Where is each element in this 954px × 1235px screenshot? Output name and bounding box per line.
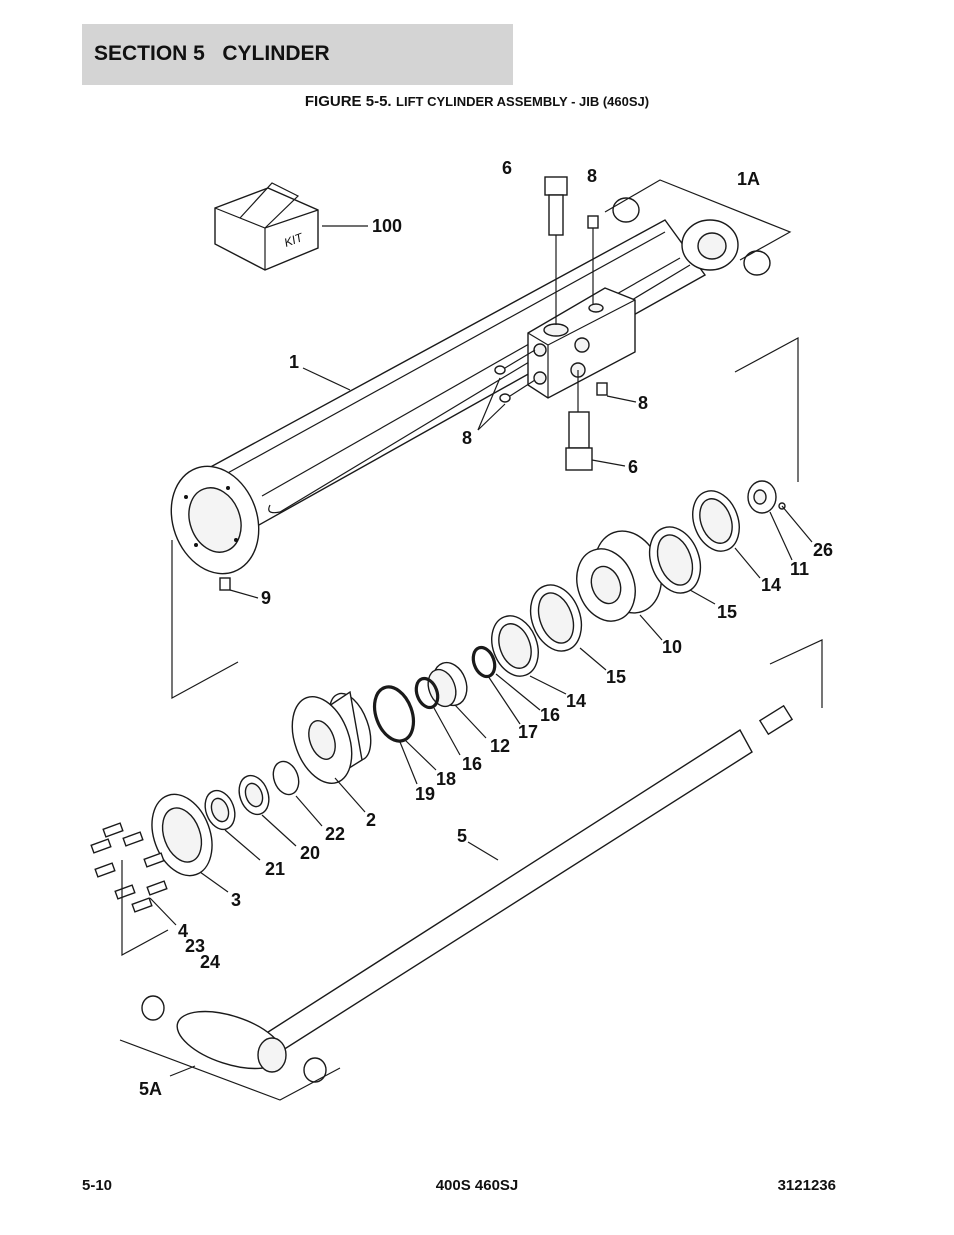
callout-6-top: 6: [502, 158, 512, 178]
callout-8-left: 8: [462, 428, 472, 448]
callout-22: 22: [325, 824, 345, 844]
piston-rod: [141, 704, 794, 1083]
flange-bolts: [90, 822, 168, 913]
callout-1a: 1A: [737, 169, 760, 189]
callout-5a: 5A: [139, 1079, 162, 1099]
callout-24: 24: [200, 952, 220, 972]
callout-15-left: 15: [606, 667, 626, 687]
callout-5: 5: [457, 826, 467, 846]
callout-14-right: 14: [761, 575, 781, 595]
kit-box: KIT: [214, 182, 319, 271]
fitting-top: [544, 176, 568, 325]
document-number: 3121236: [777, 1177, 836, 1194]
callout-11: 11: [790, 559, 809, 579]
cylinder-barrel: [170, 197, 771, 575]
callout-16-right: 16: [540, 705, 560, 725]
callout-3: 3: [231, 890, 241, 910]
figure-name: LIFT CYLINDER ASSEMBLY - JIB (460SJ): [396, 94, 650, 109]
callout-2: 2: [366, 810, 376, 830]
section-title: SECTION 5 CYLINDER: [94, 42, 330, 65]
model-name: 400S 460SJ: [435, 1177, 519, 1194]
callout-12: 12: [490, 736, 510, 756]
kit-label: KIT: [282, 230, 306, 250]
callout-18: 18: [436, 769, 456, 789]
callout-8-right: 8: [638, 393, 648, 413]
page-number: 5-10: [82, 1177, 113, 1194]
callout-10: 10: [662, 637, 682, 657]
figure-title: FIGURE 5-5. LIFT CYLINDER ASSEMBLY - JIB…: [0, 93, 954, 111]
callout-23: 23: [185, 936, 205, 956]
callout-6-bottom: 6: [628, 457, 638, 477]
callout-4: 4: [178, 921, 188, 941]
callout-26: 26: [813, 540, 833, 560]
callout-8-top: 8: [587, 166, 597, 186]
figure-number: FIGURE 5-5.: [304, 93, 392, 110]
callout-1: 1: [289, 352, 299, 372]
callout-100: 100: [372, 216, 402, 236]
section-header: SECTION 5 CYLINDER: [82, 24, 513, 85]
callout-15-right: 15: [717, 602, 737, 622]
callout-16-left: 16: [462, 754, 482, 774]
fitting-bottom: [565, 370, 593, 471]
callout-9: 9: [261, 588, 271, 608]
callout-17: 17: [518, 722, 538, 742]
leader-lines: [149, 225, 813, 1077]
callout-19: 19: [415, 784, 435, 804]
cylinder-head: [291, 690, 372, 784]
callouts: 6 8 1A 100 1 8 8 6 26 11 14 15 9 10 15 1…: [139, 158, 833, 1099]
callout-14-left: 14: [566, 691, 586, 711]
callout-21: 21: [265, 859, 285, 879]
callout-20: 20: [300, 843, 320, 863]
